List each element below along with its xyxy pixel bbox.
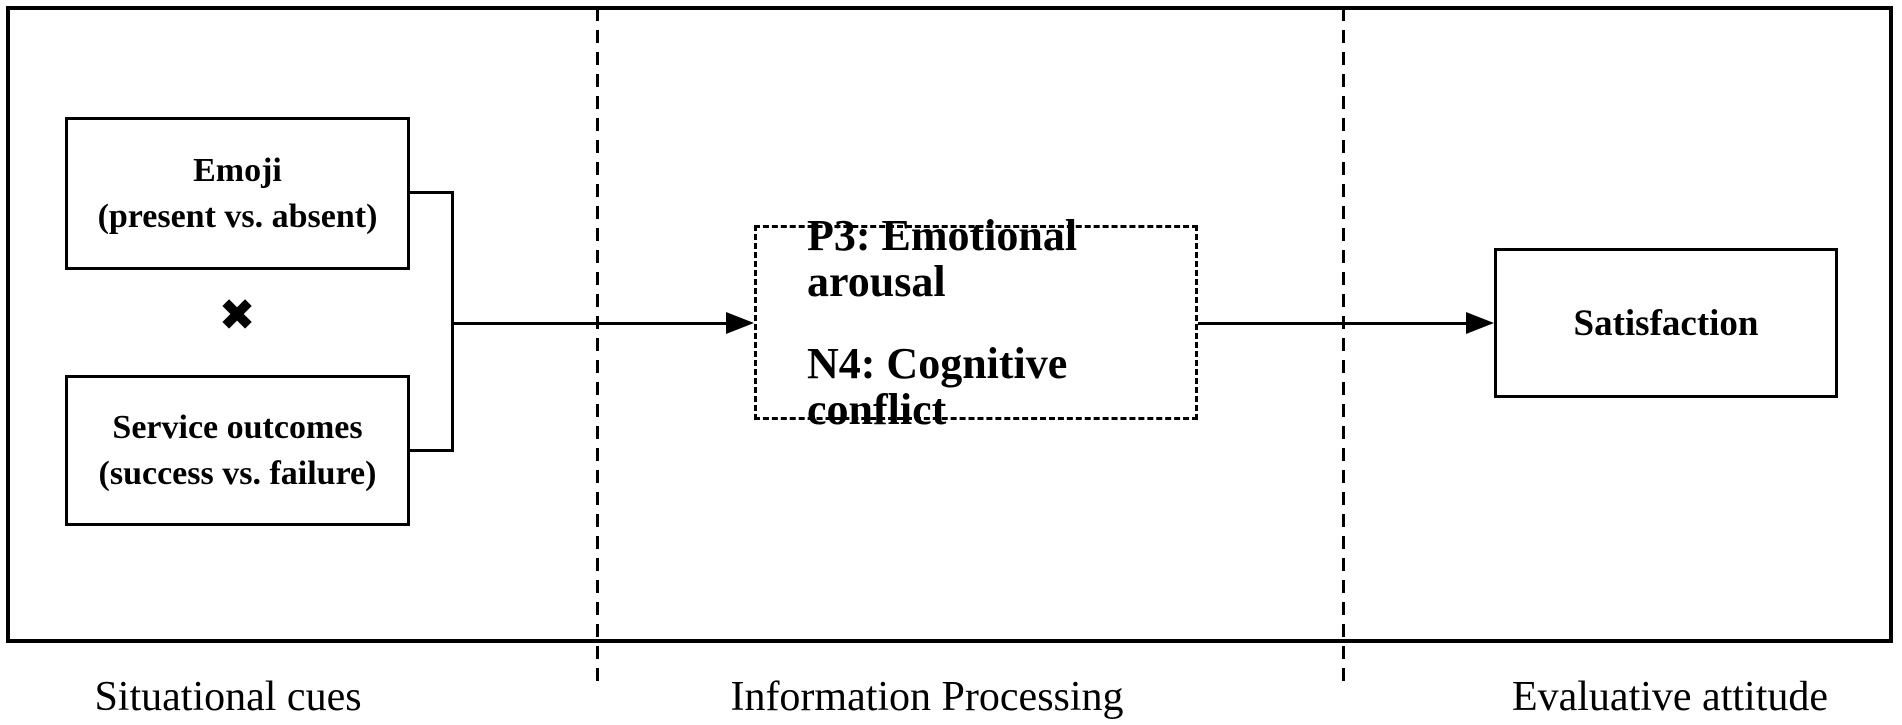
arrow-to-processing-head — [726, 312, 754, 334]
satisfaction-box-label: Satisfaction — [1573, 302, 1759, 344]
arrow-to-satisfaction-line — [1198, 322, 1468, 325]
processing-box-line2: N4: Cognitive conflict — [807, 338, 1068, 434]
satisfaction-box: Satisfaction — [1494, 248, 1838, 398]
arrow-to-processing-line — [454, 322, 730, 325]
service-box-line2: (success vs. failure) — [98, 454, 377, 492]
bracket-top-line — [410, 191, 454, 194]
emoji-box-line1: Emoji — [193, 151, 282, 189]
arrow-to-satisfaction-head — [1466, 312, 1494, 334]
service-box-line1: Service outcomes — [112, 408, 363, 446]
information-processing-box: P3: Emotional arousal N4: Cognitive conf… — [754, 212, 1198, 432]
emoji-box-line2: (present vs. absent) — [97, 197, 378, 235]
bracket-vertical-line — [451, 191, 454, 452]
bracket-bottom-line — [410, 449, 454, 452]
section-divider-2 — [1342, 8, 1345, 683]
outer-frame — [6, 6, 1893, 643]
section-label-information-processing: Information Processing — [730, 674, 1124, 720]
multiply-icon: ✖ — [218, 290, 256, 341]
processing-box-line1: P3: Emotional arousal — [807, 210, 1078, 306]
section-label-situational-cues: Situational cues — [94, 674, 362, 720]
service-outcomes-box: Service outcomes (success vs. failure) — [65, 375, 410, 526]
section-label-evaluative-attitude: Evaluative attitude — [1511, 674, 1829, 720]
section-divider-1 — [596, 8, 599, 683]
emoji-box: Emoji (present vs. absent) — [65, 117, 410, 270]
